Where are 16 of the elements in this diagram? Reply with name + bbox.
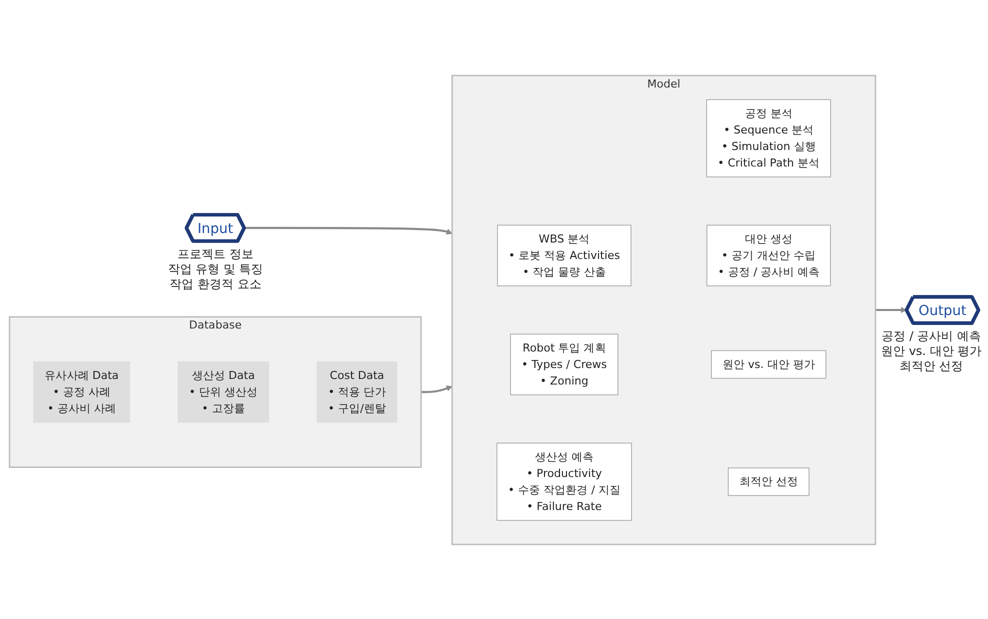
node-box: 대안 생성 • 공기 개선안 수립 • 공정 / 공사비 예측 [706, 224, 831, 286]
side-caption: 프로젝트 정보 [176, 246, 254, 262]
node-box: Robot 투입 계획 • Types / Crews • Zoning [510, 333, 618, 395]
side-caption: 원안 vs. 대안 평가 [881, 344, 982, 359]
node-box: 생산성 예측 • Productivity • 수중 작업환경 / 지질 • Failure Rate [496, 442, 632, 520]
arrow [244, 226, 452, 234]
arrow [421, 384, 452, 393]
node-box: 최적안 선정 [728, 467, 810, 496]
side-caption: 작업 유형 및 특징 [168, 262, 264, 277]
side-caption: 공정 / 공사비 예측 [881, 328, 982, 344]
side-caption: 최적안 선정 [898, 358, 964, 374]
node-box: WBS 분석 • 로봇 적용 Activities • 작업 물량 산출 [497, 224, 632, 286]
node-box: 공정 분석 • Sequence 분석 • Simulation 실행 • Critical Path 분석 [706, 98, 831, 177]
arrow [875, 306, 907, 313]
side-caption: 작업 환경적 요소 [168, 276, 262, 292]
node-box: 원안 vs. 대안 평가 [711, 350, 826, 378]
